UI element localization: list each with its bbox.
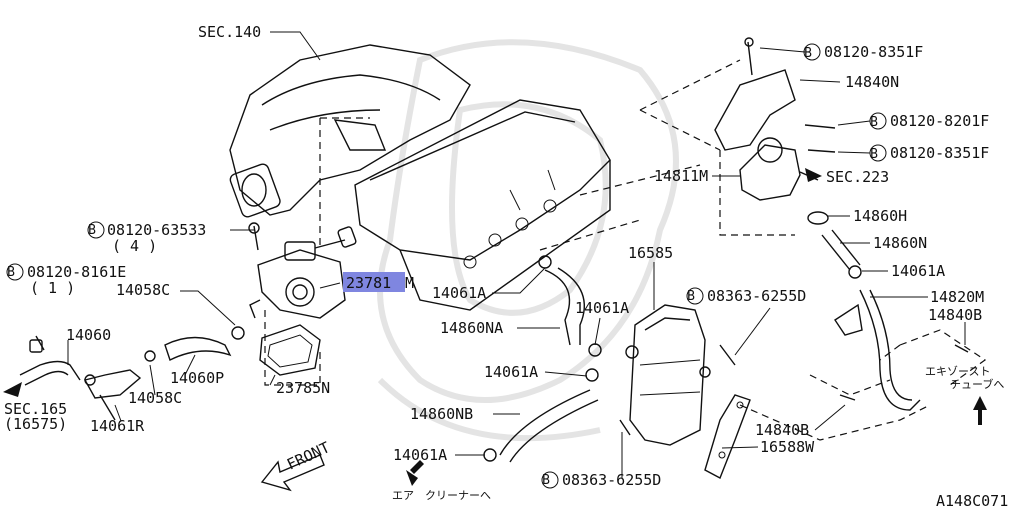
label-08120-8351F-top: 08120-8351F xyxy=(824,43,923,61)
label-diagram-code: A148C071 xyxy=(936,492,1008,510)
bolt-b-icon: B xyxy=(88,223,96,238)
label-16585: 16585 xyxy=(628,244,673,262)
labels: SEC.140 B 08120-8351F 14840N B 08120-820… xyxy=(4,23,1008,510)
label-exhaust-line1: エキゾースト xyxy=(925,365,990,378)
label-14060: 14060 xyxy=(66,326,111,344)
label-23781-suffix: M xyxy=(405,274,414,292)
label-14860NA: 14860NA xyxy=(440,319,503,337)
label-23785N: 23785N xyxy=(276,379,330,397)
vapor-tank-16585 xyxy=(619,304,736,446)
label-14840N: 14840N xyxy=(845,73,899,91)
label-sec223: SEC.223 xyxy=(826,168,889,186)
label-16588W: 16588W xyxy=(760,438,815,456)
gasket-23785N xyxy=(259,324,321,376)
arrow-air-cleaner-icon xyxy=(406,460,424,486)
label-14840B-top: 14840B xyxy=(928,306,982,324)
highlight-23781 xyxy=(343,272,405,292)
dashed-boundaries xyxy=(264,59,987,441)
label-14060P: 14060P xyxy=(170,369,224,387)
label-14061A-right: 14061A xyxy=(891,262,945,280)
bolt-b-icon: B xyxy=(687,289,695,304)
bolt-b-icon: B xyxy=(7,265,15,280)
label-sec165: SEC.165 xyxy=(4,400,67,418)
bolt-b-icon: B xyxy=(542,473,550,488)
label-14820M: 14820M xyxy=(930,288,984,306)
label-23781: 23781 xyxy=(346,274,391,292)
label-14058C-top: 14058C xyxy=(116,281,170,299)
label-08120-8201F: 08120-8201F xyxy=(890,112,989,130)
label-14860NB: 14860NB xyxy=(410,405,473,423)
label-14061A-left: 14061A xyxy=(432,284,486,302)
label-14811M: 14811M xyxy=(654,167,708,185)
label-exhaust-line2: チューブへ xyxy=(950,377,1004,391)
left-hoses xyxy=(19,326,245,421)
bolt-b-icon: B xyxy=(870,147,878,162)
label-08120-63533: 08120-63533 xyxy=(107,221,206,239)
label-08363-6255D-top: 08363-6255D xyxy=(707,287,806,305)
label-air-cleaner: エア クリーナーへ xyxy=(392,489,491,502)
label-14061A-c1: 14061A xyxy=(575,299,629,317)
aac-valve-assembly xyxy=(248,222,357,319)
label-14061A-c2: 14061A xyxy=(484,363,538,381)
bolt-b-icon: B xyxy=(804,46,812,61)
arrows xyxy=(3,168,987,492)
label-14860N: 14860N xyxy=(873,234,927,252)
label-front: FRONT xyxy=(284,438,333,473)
label-14860H: 14860H xyxy=(853,207,907,225)
bolt-b-icon: B xyxy=(870,115,878,130)
label-14061A-c3: 14061A xyxy=(393,446,447,464)
arrow-sec223-icon xyxy=(805,168,822,182)
label-qty-4: ( 4 ) xyxy=(112,237,157,255)
leader-lines xyxy=(67,31,966,478)
engine-head xyxy=(354,99,611,311)
label-08120-8161E: 08120-8161E xyxy=(27,263,126,281)
label-14061R: 14061R xyxy=(90,417,145,435)
label-14058C-bot: 14058C xyxy=(128,389,182,407)
label-sec140: SEC.140 xyxy=(198,23,261,41)
arrow-sec165-icon xyxy=(3,382,22,397)
label-qty-1: ( 1 ) xyxy=(30,279,75,297)
intake-manifold xyxy=(229,44,471,218)
right-hoses xyxy=(807,211,969,411)
front-arrow-icon xyxy=(260,454,325,492)
label-14840B-bot: 14840B xyxy=(755,421,809,439)
label-08120-8351F-mid: 08120-8351F xyxy=(890,144,989,162)
label-08363-6255D-bot: 08363-6255D xyxy=(562,471,661,489)
watermark-emblem xyxy=(377,39,679,442)
bracket-16588W xyxy=(704,394,751,479)
label-sec165-sub: (16575) xyxy=(4,415,67,433)
valve-14811M-assembly xyxy=(714,37,836,201)
arrow-up-icon xyxy=(973,396,987,425)
